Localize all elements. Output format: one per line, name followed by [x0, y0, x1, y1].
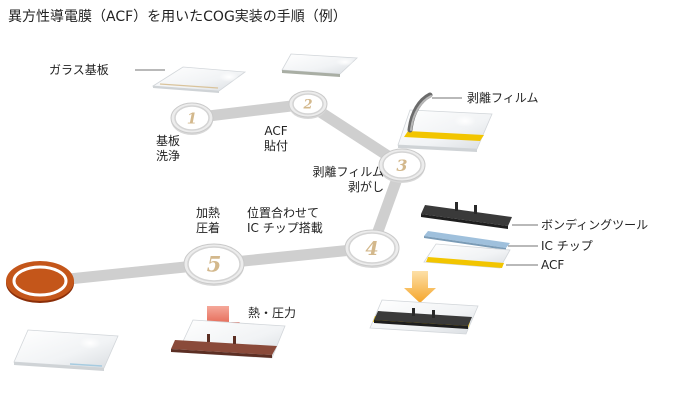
- step-2-marker: 2: [288, 90, 328, 119]
- step-5-number: 5: [207, 252, 222, 277]
- label-peel-film: 剥離フィルム: [467, 91, 539, 105]
- final-glass-plate: [13, 329, 119, 371]
- start-disc: [6, 261, 74, 303]
- peel-film-plate: [397, 92, 493, 152]
- step-1-marker: 1: [170, 102, 214, 135]
- step-5-marker: 5: [183, 243, 245, 286]
- label-acf: ACF: [541, 258, 565, 272]
- bonding-tool: [421, 202, 512, 229]
- step-1-label: 基板 洗浄: [155, 134, 180, 163]
- step-3-label: 剥離フィルム 剥がし: [312, 165, 384, 194]
- step-5-label: 加熱 圧着: [195, 206, 220, 235]
- label-ic-chip: IC チップ: [541, 239, 593, 253]
- label-glass-substrate: ガラス基板: [49, 63, 109, 77]
- step-3-number: 3: [396, 156, 407, 175]
- step-4-label: 位置合わせて IC チップ搭載: [247, 206, 323, 235]
- diagram-title: 異方性導電膜（ACF）を用いたCOG実装の手順（例）: [8, 9, 347, 25]
- step-2-label: ACF 貼付: [263, 124, 288, 153]
- mounted-assembly: [369, 299, 479, 335]
- glass-substrate-plate: [151, 66, 247, 93]
- label-bonding-tool: ボンディングツール: [541, 218, 649, 232]
- acf-layer-plate: [423, 243, 511, 269]
- ic-chip: [424, 231, 510, 250]
- step-2-number: 2: [302, 98, 312, 113]
- bonded-assembly: [171, 319, 286, 359]
- step-3-marker: 3: [378, 148, 426, 183]
- down-arrow-orange: [404, 271, 436, 303]
- label-heat-pressure: 熱・圧力: [248, 306, 297, 320]
- step-4-number: 4: [365, 238, 378, 260]
- step-1-number: 1: [187, 109, 197, 127]
- acf-applied-plate: [281, 53, 358, 77]
- step-4-marker: 4: [344, 229, 400, 268]
